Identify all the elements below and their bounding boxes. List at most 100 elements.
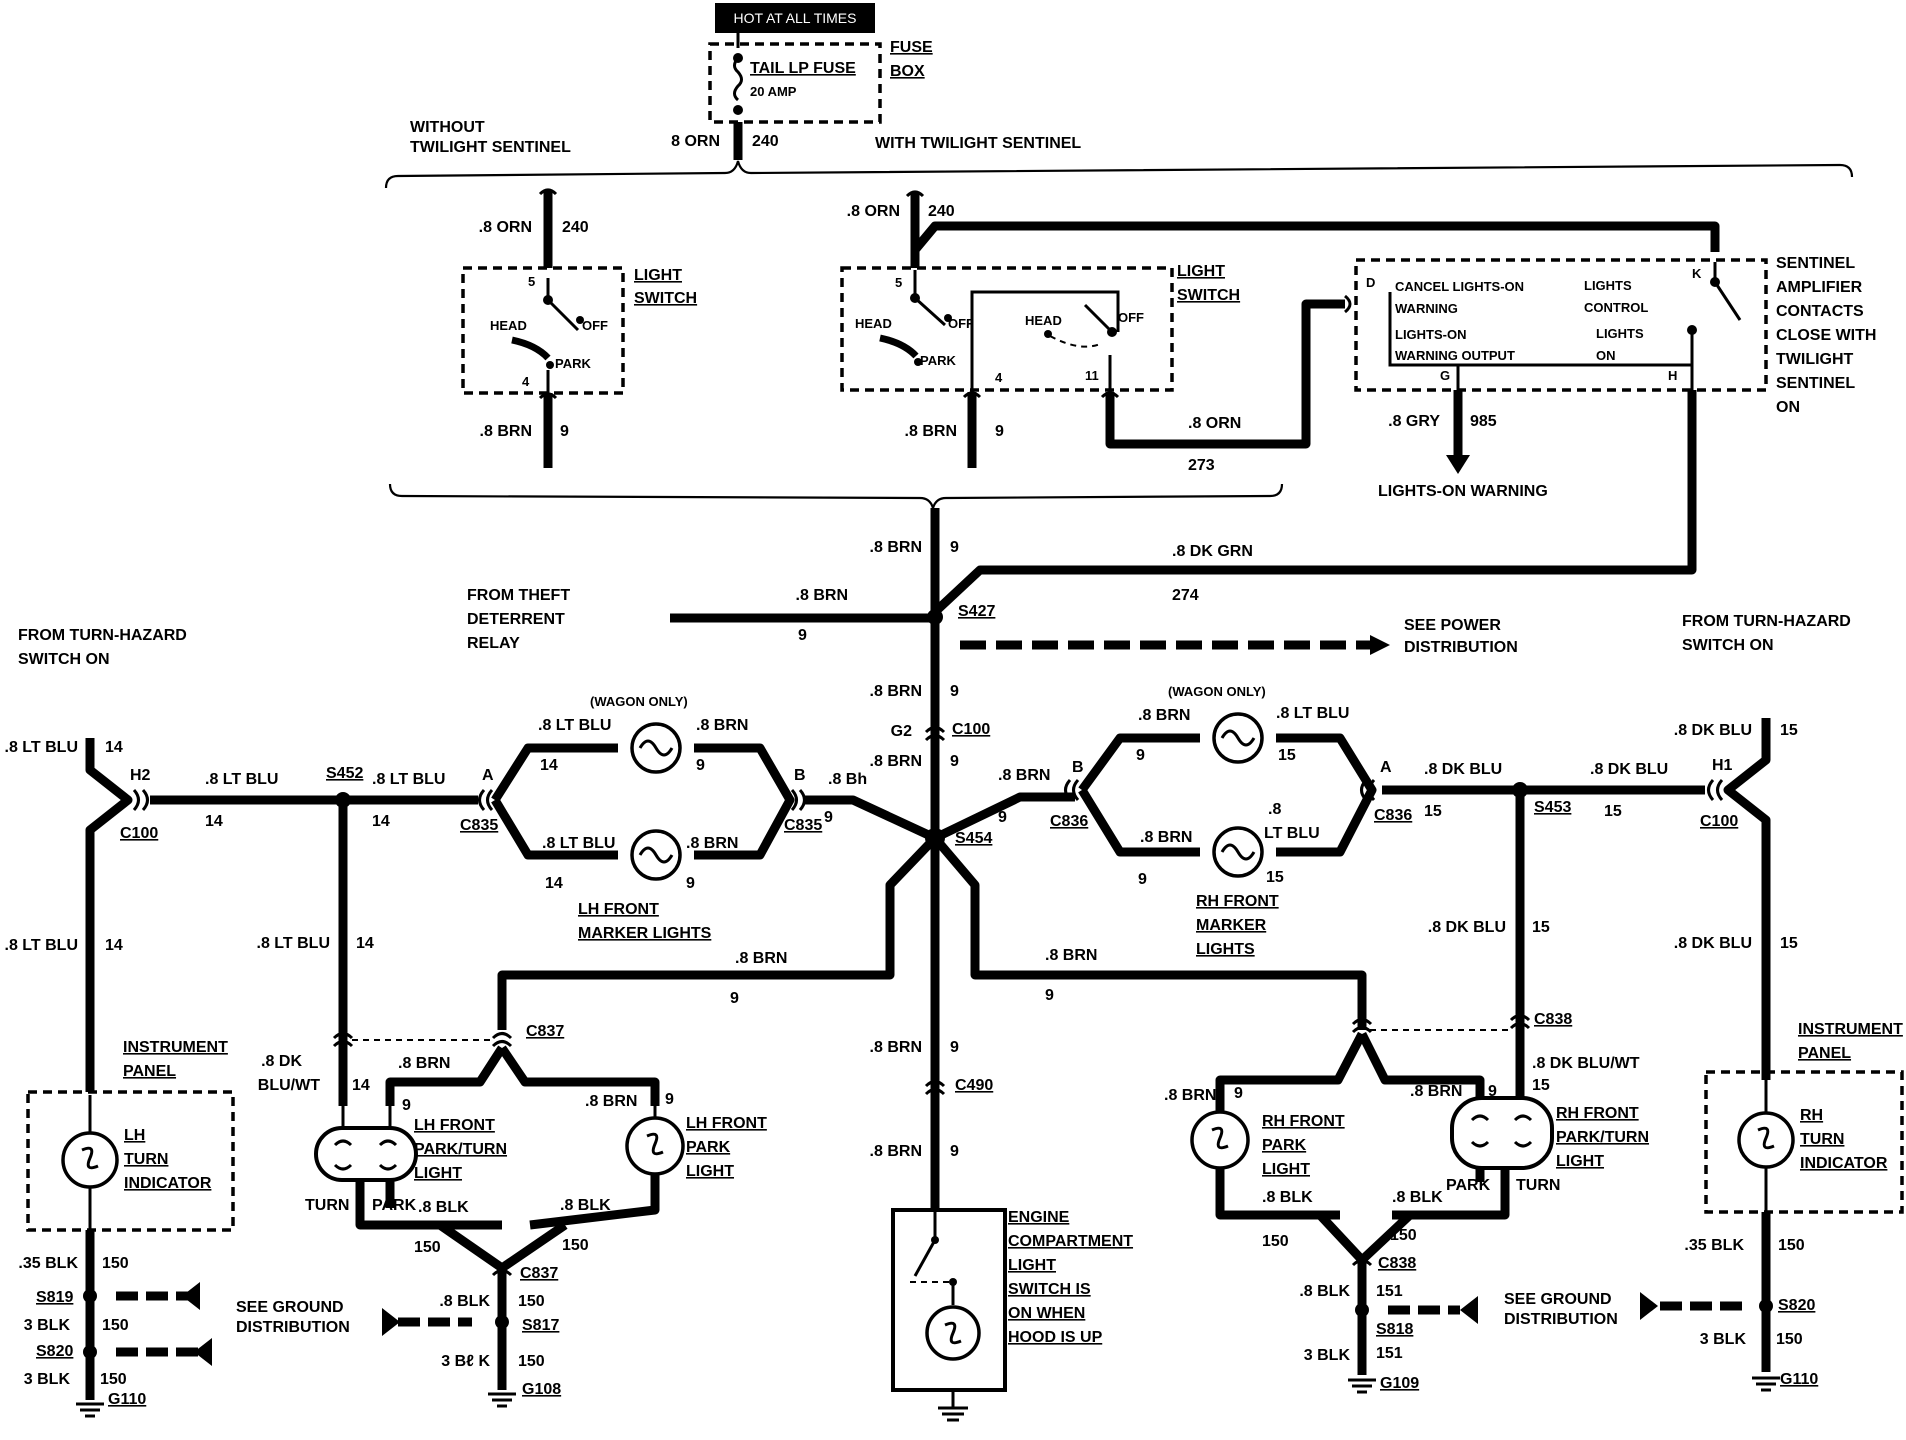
svg-text:SWITCH IS: SWITCH IS — [1008, 1281, 1091, 1298]
svg-text:.8 DK: .8 DK — [261, 1053, 302, 1070]
sw2-head2: HEAD — [1025, 313, 1062, 328]
svg-text:9: 9 — [730, 990, 739, 1007]
svg-text:151: 151 — [1376, 1283, 1403, 1300]
g109: G109 — [1380, 1375, 1419, 1392]
svg-text:9: 9 — [950, 753, 959, 770]
sentinel-l4: WARNING OUTPUT — [1395, 348, 1515, 363]
svg-text:.8 DK BLU: .8 DK BLU — [1590, 761, 1668, 778]
rh-marker-1: RH FRONT — [1196, 893, 1279, 910]
sw1-head: HEAD — [490, 318, 527, 333]
svg-text:DISTRIBUTION: DISTRIBUTION — [236, 1319, 350, 1336]
theft-label-3: RELAY — [467, 635, 520, 652]
svg-text:PARK/TURN: PARK/TURN — [414, 1141, 507, 1158]
svg-text:15: 15 — [1780, 935, 1798, 952]
c100-right: C100 — [1700, 813, 1738, 830]
svg-text:3 BLK: 3 BLK — [24, 1317, 71, 1334]
fuse-icon — [733, 57, 743, 102]
svg-text:9: 9 — [665, 1091, 674, 1108]
svg-text:SEE GROUND: SEE GROUND — [236, 1299, 344, 1316]
svg-text:COMPARTMENT: COMPARTMENT — [1008, 1233, 1133, 1250]
s817: S817 — [522, 1317, 559, 1334]
fuse-box-label-1: FUSE — [890, 39, 933, 56]
fuse-name: TAIL LP FUSE — [750, 60, 856, 77]
svg-text:9: 9 — [950, 1039, 959, 1056]
feed-color: 8 ORN — [671, 133, 720, 150]
without-label-2: TWILIGHT SENTINEL — [410, 139, 571, 156]
svg-text:14: 14 — [545, 875, 563, 892]
right-turn-hazard-2: SWITCH ON — [1682, 637, 1774, 654]
svg-text:3 BLK: 3 BLK — [24, 1371, 71, 1388]
sw1-out-color: .8 BRN — [480, 423, 532, 440]
svg-text:9: 9 — [998, 809, 1007, 826]
svg-text:G: G — [1440, 368, 1450, 383]
top-brace — [384, 160, 1854, 189]
lights-on-warning: LIGHTS-ON WARNING — [1378, 483, 1548, 500]
bottom-brace — [388, 483, 1284, 512]
svg-text:9: 9 — [1488, 1083, 1497, 1100]
svg-text:.8 BRN: .8 BRN — [398, 1055, 450, 1072]
conn-a-left: A — [482, 767, 494, 784]
svg-text:.8 BRN: .8 BRN — [686, 835, 738, 852]
svg-text:PARK/TURN: PARK/TURN — [1556, 1129, 1649, 1146]
left-turn-hazard-1: FROM TURN-HAZARD — [18, 627, 187, 644]
sw1-label-1: LIGHT — [634, 267, 682, 284]
svg-text:14: 14 — [205, 813, 223, 830]
sw2-out-color: .8 BRN — [905, 423, 957, 440]
svg-text:150: 150 — [1776, 1331, 1803, 1348]
svg-text:150: 150 — [102, 1317, 129, 1334]
svg-text:9: 9 — [950, 539, 959, 556]
c100-center: C100 — [952, 721, 990, 738]
bh-label: .8 Bh — [828, 771, 867, 788]
svg-text:.8 LT BLU: .8 LT BLU — [205, 771, 278, 788]
svg-text:SEE GROUND: SEE GROUND — [1504, 1291, 1612, 1308]
lh-park-turn-bulb — [314, 1126, 418, 1182]
s452: S452 — [326, 765, 363, 782]
sw2-in-color: .8 ORN — [847, 203, 900, 220]
svg-text:15: 15 — [1532, 1077, 1550, 1094]
svg-text:CLOSE WITH: CLOSE WITH — [1776, 327, 1876, 344]
svg-text:ON: ON — [1776, 399, 1800, 416]
sw2-off: OFF — [948, 316, 974, 331]
svg-text:PARK: PARK — [1262, 1137, 1307, 1154]
svg-text:150: 150 — [562, 1237, 589, 1254]
svg-text:PARK: PARK — [1446, 1177, 1491, 1194]
conn-a-right: A — [1380, 759, 1392, 776]
light-switch-1 — [461, 266, 625, 395]
light-switch-2 — [840, 266, 1174, 392]
s453: S453 — [1534, 799, 1571, 816]
sentinel-l3: LIGHTS-ON — [1395, 327, 1467, 342]
svg-text:11: 11 — [1085, 368, 1099, 383]
svg-text:.8 BRN: .8 BRN — [1138, 707, 1190, 724]
fuse-box — [708, 42, 882, 124]
hot-label: HOT AT ALL TIMES — [734, 10, 857, 26]
svg-text:3 Bℓ K: 3 Bℓ K — [441, 1353, 490, 1370]
lh-instrument-panel — [26, 1090, 235, 1232]
rh-marker-2: MARKER — [1196, 917, 1267, 934]
svg-text:9: 9 — [1136, 747, 1145, 764]
svg-text:INDICATOR: INDICATOR — [124, 1175, 212, 1192]
svg-text:LT BLU: LT BLU — [1264, 825, 1320, 842]
svg-text:5: 5 — [528, 274, 535, 289]
svg-text:.8 BRN: .8 BRN — [870, 753, 922, 770]
svg-text:TWILIGHT: TWILIGHT — [1776, 351, 1854, 368]
svg-text:.8 BLK: .8 BLK — [1392, 1189, 1443, 1206]
svg-text:.8 LT BLU: .8 LT BLU — [5, 739, 78, 756]
theft-label-1: FROM THEFT — [467, 587, 570, 604]
c838-bottom: C838 — [1378, 1255, 1416, 1272]
feed-circuit: 240 — [752, 133, 779, 150]
svg-text:.8 BRN: .8 BRN — [735, 950, 787, 967]
sw1-label-2: SWITCH — [634, 290, 697, 307]
sw2-off2: OFF — [1118, 310, 1144, 325]
svg-text:4: 4 — [995, 370, 1003, 385]
fuse-amp: 20 AMP — [750, 84, 797, 99]
sw2-out-circuit: 9 — [995, 423, 1004, 440]
svg-text:9: 9 — [1045, 987, 1054, 1004]
svg-text:150: 150 — [518, 1293, 545, 1310]
svg-text:.8 DK BLU: .8 DK BLU — [1674, 935, 1752, 952]
sw2-label-2: SWITCH — [1177, 287, 1240, 304]
h2: H2 — [130, 767, 151, 784]
sentinel-r4: ON — [1596, 348, 1616, 363]
svg-text:9: 9 — [950, 1143, 959, 1160]
svg-text:LIGHT: LIGHT — [1008, 1257, 1056, 1274]
